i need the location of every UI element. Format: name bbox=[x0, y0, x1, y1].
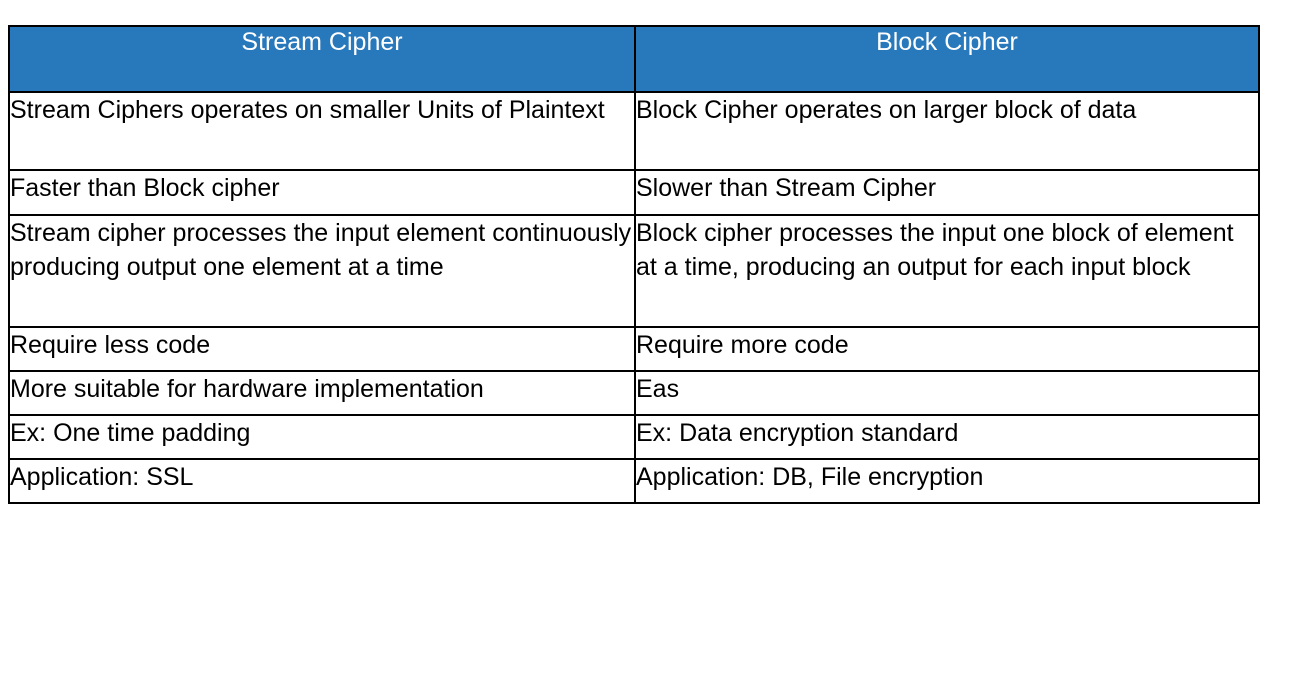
table-body: Stream Ciphers operates on smaller Units… bbox=[8, 91, 1260, 504]
cell-text: Stream Ciphers operates on smaller Units… bbox=[10, 96, 605, 124]
cell-text: Ex: Data encryption standard bbox=[636, 419, 959, 447]
cell-block-cipher: Block Cipher operates on larger block of… bbox=[634, 91, 1260, 171]
cell-text: Block cipher processes the input one blo… bbox=[636, 219, 1234, 281]
cell-text: Application: DB, File encryption bbox=[636, 463, 984, 491]
table-row: Require less code Require more code bbox=[8, 326, 1260, 372]
cell-text: Require more code bbox=[636, 331, 849, 359]
table-header: Stream Cipher Block Cipher bbox=[8, 25, 1260, 93]
cell-text: Stream cipher processes the input elemen… bbox=[10, 219, 632, 281]
cell-block-cipher: Eas bbox=[634, 370, 1260, 416]
cell-block-cipher: Require more code bbox=[634, 326, 1260, 372]
table-row: Application: SSL Application: DB, File e… bbox=[8, 458, 1260, 504]
cell-text: Block Cipher operates on larger block of… bbox=[636, 96, 1137, 124]
column-header-block-cipher: Block Cipher bbox=[634, 25, 1260, 93]
cell-stream-cipher: Application: SSL bbox=[8, 458, 636, 504]
table-row: Stream cipher processes the input elemen… bbox=[8, 214, 1260, 328]
table-row: More suitable for hardware implementatio… bbox=[8, 370, 1260, 416]
table-row: Ex: One time padding Ex: Data encryption… bbox=[8, 414, 1260, 460]
cell-stream-cipher: Ex: One time padding bbox=[8, 414, 636, 460]
cell-stream-cipher: More suitable for hardware implementatio… bbox=[8, 370, 636, 416]
cell-stream-cipher: Stream cipher processes the input elemen… bbox=[8, 214, 636, 328]
cell-stream-cipher: Require less code bbox=[8, 326, 636, 372]
cell-text: Require less code bbox=[10, 331, 211, 359]
cell-block-cipher: Application: DB, File encryption bbox=[634, 458, 1260, 504]
column-header-stream-cipher: Stream Cipher bbox=[8, 25, 636, 93]
table-row: Stream Ciphers operates on smaller Units… bbox=[8, 91, 1260, 171]
table-header-row: Stream Cipher Block Cipher bbox=[8, 25, 1260, 93]
cell-text: Eas bbox=[636, 375, 680, 403]
cell-block-cipher: Slower than Stream Cipher bbox=[634, 169, 1260, 216]
cell-text: Faster than Block cipher bbox=[10, 174, 280, 202]
cell-block-cipher: Block cipher processes the input one blo… bbox=[634, 214, 1260, 328]
cipher-comparison-table: Stream Cipher Block Cipher Stream Cipher… bbox=[8, 25, 1260, 504]
cell-text: Application: SSL bbox=[10, 463, 194, 491]
table-row: Faster than Block cipher Slower than Str… bbox=[8, 169, 1260, 216]
cell-text: More suitable for hardware implementatio… bbox=[10, 375, 484, 403]
cell-stream-cipher: Faster than Block cipher bbox=[8, 169, 636, 216]
cell-block-cipher: Ex: Data encryption standard bbox=[634, 414, 1260, 460]
cell-text: Slower than Stream Cipher bbox=[636, 174, 937, 202]
cell-text: Ex: One time padding bbox=[10, 419, 251, 447]
cell-stream-cipher: Stream Ciphers operates on smaller Units… bbox=[8, 91, 636, 171]
